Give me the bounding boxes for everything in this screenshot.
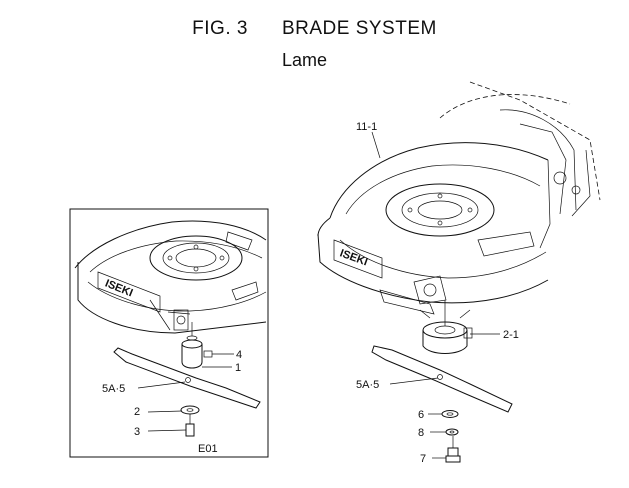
- main-leaders: [371, 131, 500, 459]
- inset-callout-3: 3: [134, 426, 140, 438]
- inset-callout-1: 1: [235, 362, 241, 374]
- main-callout-8: 8: [418, 427, 424, 439]
- main-view: ISEKI: [317, 81, 601, 465]
- inset-leaders: [137, 353, 234, 432]
- inset-callout-2: 2: [134, 406, 140, 418]
- main-callout-11-1: 11-1: [356, 121, 377, 133]
- inset-blade-assembly: [113, 322, 261, 437]
- main-blade-adapter: [419, 300, 473, 354]
- inset-callout-4: 4: [236, 349, 242, 361]
- main-callout-7: 7: [420, 453, 426, 465]
- main-brand-logo: ISEKI: [338, 247, 369, 268]
- system-title: BRADE SYSTEM: [281, 18, 437, 39]
- main-mower-deck: ISEKI: [317, 81, 601, 315]
- inset-frame: [69, 208, 269, 458]
- inset-view: ISEKI 4: [69, 208, 269, 458]
- main-callout-6: 6: [418, 409, 424, 421]
- main-callout-2-1: 2-1: [503, 329, 519, 341]
- figure-number: FIG. 3: [192, 18, 248, 39]
- main-callout-5a5: 5A·5: [356, 379, 379, 391]
- inset-mower-deck: ISEKI: [74, 220, 267, 334]
- inset-callout-5a5: 5A·5: [102, 383, 125, 395]
- main-fasteners: [441, 410, 461, 463]
- main-blade: [371, 345, 513, 413]
- figure-subtitle: Lame: [282, 50, 328, 70]
- inset-code: E01: [198, 443, 218, 455]
- figure-title: FIG. 3 BRADE SYSTEM: [0, 18, 629, 40]
